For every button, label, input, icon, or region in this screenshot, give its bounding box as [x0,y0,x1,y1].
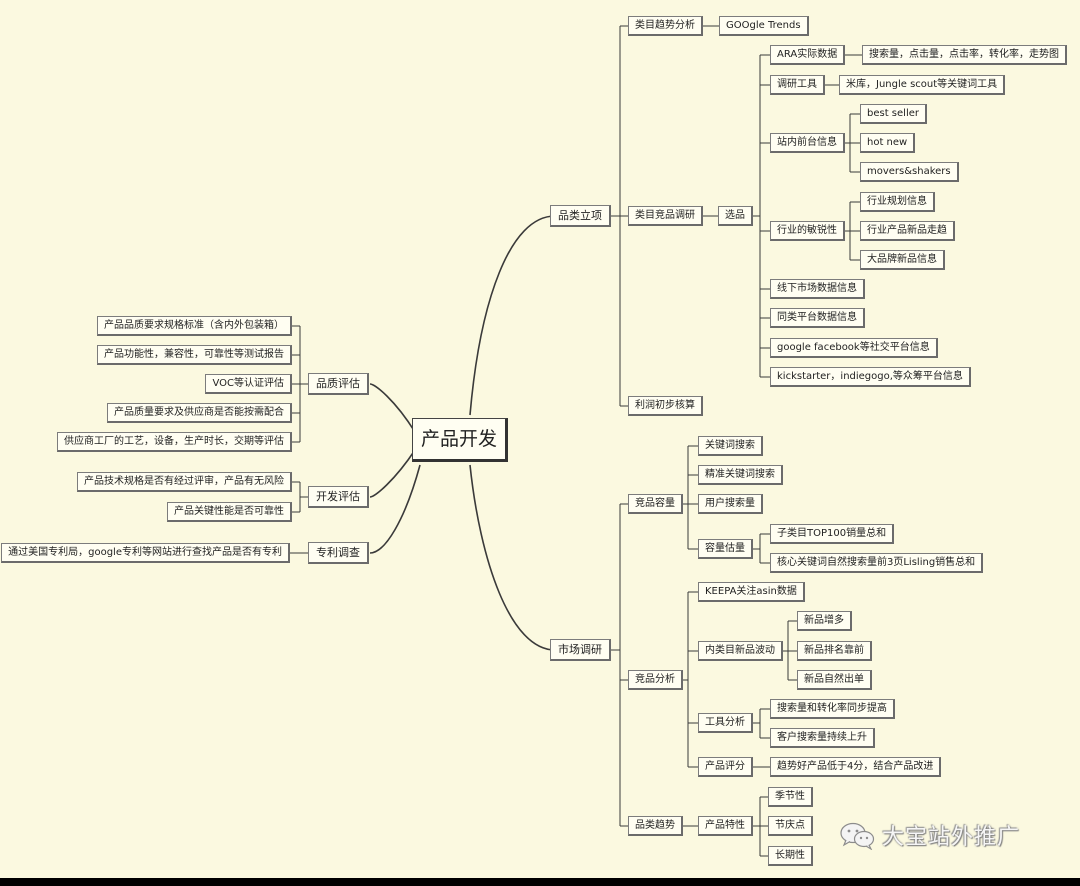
node-new-product-fluctuation[interactable]: 内类目新品波动 [698,641,783,661]
edge-root-dev [369,449,416,498]
edge-root-pinlei [469,215,556,416]
watermark: 大宝站外推广 [838,820,1020,850]
edge-root-quality [369,383,416,433]
node-tools-detail[interactable]: 米库，Jungle scout等关键词工具 [839,75,1006,95]
node-search-rising[interactable]: 客户搜索量持续上升 [770,728,875,748]
node-core-keyword-sales[interactable]: 核心关键词自然搜索量前3页Lisling销售总和 [770,553,984,573]
branch-market-research[interactable]: 市场调研 [550,639,611,661]
node-ara-detail[interactable]: 搜索量，点击量，点击率，转化率，走势图 [862,45,1067,65]
edge-root-patent [369,464,421,554]
node-offline-market[interactable]: 线下市场数据信息 [770,279,865,299]
node-seasonal[interactable]: 季节性 [768,787,813,807]
node-keepa[interactable]: KEEPA关注asin数据 [698,582,805,602]
node-top100-sales[interactable]: 子类目TOP100销量总和 [770,524,895,544]
node-brand-new-info[interactable]: 大品牌新品信息 [860,250,945,270]
node-precise-keyword[interactable]: 精准关键词搜索 [698,465,783,485]
node-patent-search[interactable]: 通过美国专利局，google专利等网站进行查找产品是否有专利 [1,543,290,563]
node-profit-estimate[interactable]: 利润初步核算 [628,396,703,416]
node-competitor-analysis[interactable]: 竞品分析 [628,670,683,690]
node-new-rank-high[interactable]: 新品排名靠前 [797,641,872,661]
node-google-trends[interactable]: GOOgle Trends [719,16,809,36]
node-factory-eval[interactable]: 供应商工厂的工艺，设备，生产时长，交期等评估 [57,432,292,452]
node-category-research[interactable]: 类目竞品调研 [628,206,703,226]
root-node[interactable]: 产品开发 [412,418,509,462]
node-tech-spec-review[interactable]: 产品技术规格是否有经过评审，产品有无风险 [77,472,292,492]
node-select-product[interactable]: 选品 [718,206,753,226]
node-function-test[interactable]: 产品功能性，兼容性，可靠性等测试报告 [97,345,292,365]
node-product-rating[interactable]: 产品评分 [698,757,753,777]
node-same-platform[interactable]: 同类平台数据信息 [770,308,865,328]
node-rating-detail[interactable]: 趋势好产品低于4分，结合产品改进 [770,757,942,777]
node-competitor-capacity[interactable]: 竞品容量 [628,494,683,514]
node-category-trend-market[interactable]: 品类趋势 [628,816,683,836]
wechat-icon [840,822,875,850]
node-capacity-estimate[interactable]: 容量估量 [698,539,753,559]
node-user-search-volume[interactable]: 用户搜索量 [698,494,763,514]
node-supplier-cooperation[interactable]: 产品质量要求及供应商是否能按需配合 [107,403,292,423]
node-ara-data[interactable]: ARA实际数据 [770,45,846,65]
watermark-text: 大宝站外推广 [882,825,1021,850]
node-research-tools[interactable]: 调研工具 [770,75,825,95]
node-hot-new[interactable]: hot new [860,133,916,153]
node-crowdfunding[interactable]: kickstarter，indiegogo,等众筹平台信息 [770,367,971,387]
node-quality-spec[interactable]: 产品品质要求规格标准（含内外包装箱） [97,316,292,336]
node-category-trend[interactable]: 类目趋势分析 [628,16,703,36]
branch-patent-survey[interactable]: 专利调查 [308,542,369,564]
branch-quality-eval[interactable]: 品质评估 [308,373,369,395]
node-best-seller[interactable]: best seller [860,104,927,124]
branch-pinlei-lixiang[interactable]: 品类立项 [550,205,611,227]
node-long-term[interactable]: 长期性 [768,846,813,866]
edge-root-market [469,464,556,651]
node-social-platform[interactable]: google facebook等社交平台信息 [770,338,938,358]
node-search-conversion[interactable]: 搜索量和转化率同步提高 [770,699,895,719]
node-new-natural-order[interactable]: 新品自然出单 [797,670,872,690]
node-voc-cert[interactable]: VOC等认证评估 [205,374,292,394]
node-movers-shakers[interactable]: movers&shakers [860,162,959,182]
node-new-increase[interactable]: 新品增多 [797,611,852,631]
node-industry-sensitivity[interactable]: 行业的敏锐性 [770,221,845,241]
node-front-info[interactable]: 站内前台信息 [770,133,845,153]
node-industry-plan[interactable]: 行业规划信息 [860,192,935,212]
node-industry-new-trend[interactable]: 行业产品新品走趋 [860,221,955,241]
branch-dev-eval[interactable]: 开发评估 [308,486,369,508]
node-tool-analysis[interactable]: 工具分析 [698,713,753,733]
node-keyword-search[interactable]: 关键词搜索 [698,436,763,456]
node-product-feature[interactable]: 产品特性 [698,816,753,836]
node-key-performance[interactable]: 产品关键性能是否可靠性 [167,502,292,522]
node-festival[interactable]: 节庆点 [768,816,813,836]
